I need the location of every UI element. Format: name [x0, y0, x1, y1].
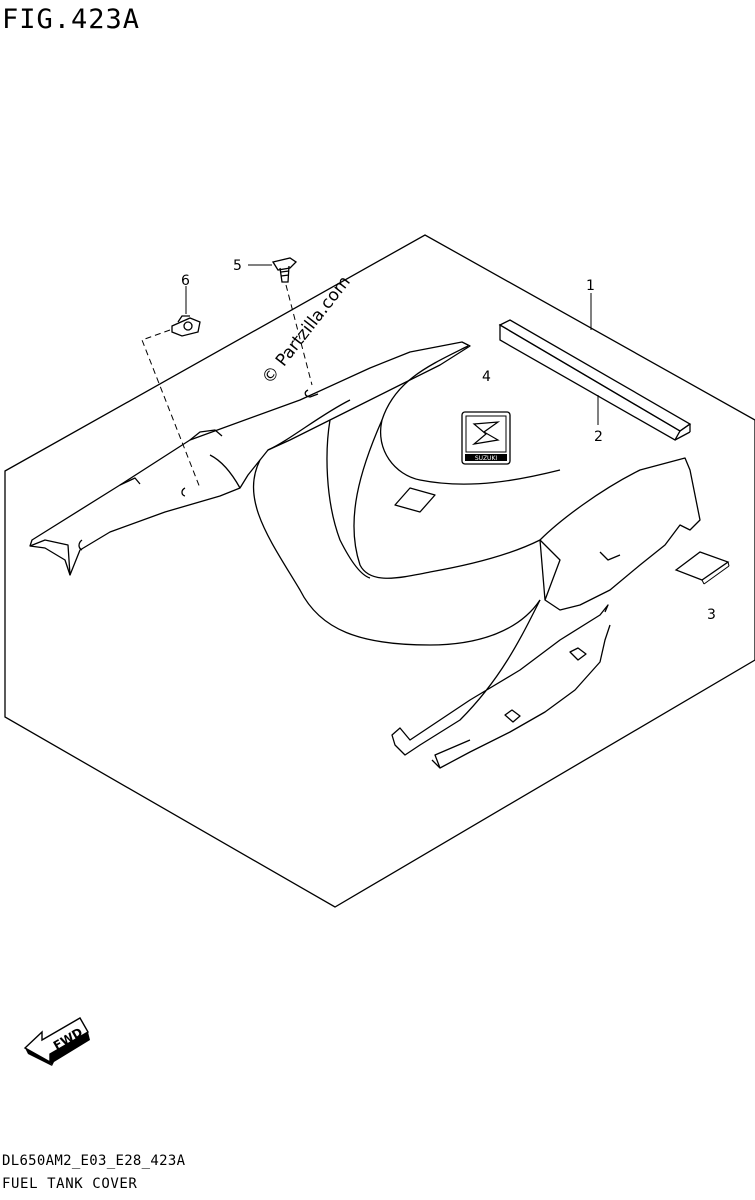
- suzuki-emblem: SUZUKI: [461, 411, 511, 465]
- screw: [271, 257, 298, 283]
- partzilla-watermark: © Partzilla.com: [258, 272, 355, 388]
- emblem-brand-text: SUZUKI: [475, 455, 498, 462]
- section-name: FUEL TANK COVER: [2, 1176, 138, 1192]
- pad-recess: [394, 487, 436, 513]
- callout-2: 2: [594, 429, 603, 445]
- fuel-tank-cover: [29, 341, 701, 769]
- callout-4: 4: [482, 369, 491, 385]
- clip-leader: [141, 329, 201, 489]
- diagram-code: DL650AM2_E03_E28_423A: [2, 1153, 186, 1169]
- screw-leader: [285, 284, 313, 386]
- cushion-strip: [498, 319, 692, 441]
- assembly-boundary: [4, 234, 755, 908]
- clip: [171, 315, 201, 337]
- callout-1: 1: [586, 278, 595, 294]
- callout-5: 5: [233, 258, 242, 274]
- callout-6: 6: [181, 273, 190, 289]
- figure-title: FIG.423A: [2, 4, 141, 35]
- cushion-pad: [674, 551, 730, 581]
- fwd-arrow: FWD: [23, 1017, 90, 1066]
- callout-3: 3: [707, 607, 716, 623]
